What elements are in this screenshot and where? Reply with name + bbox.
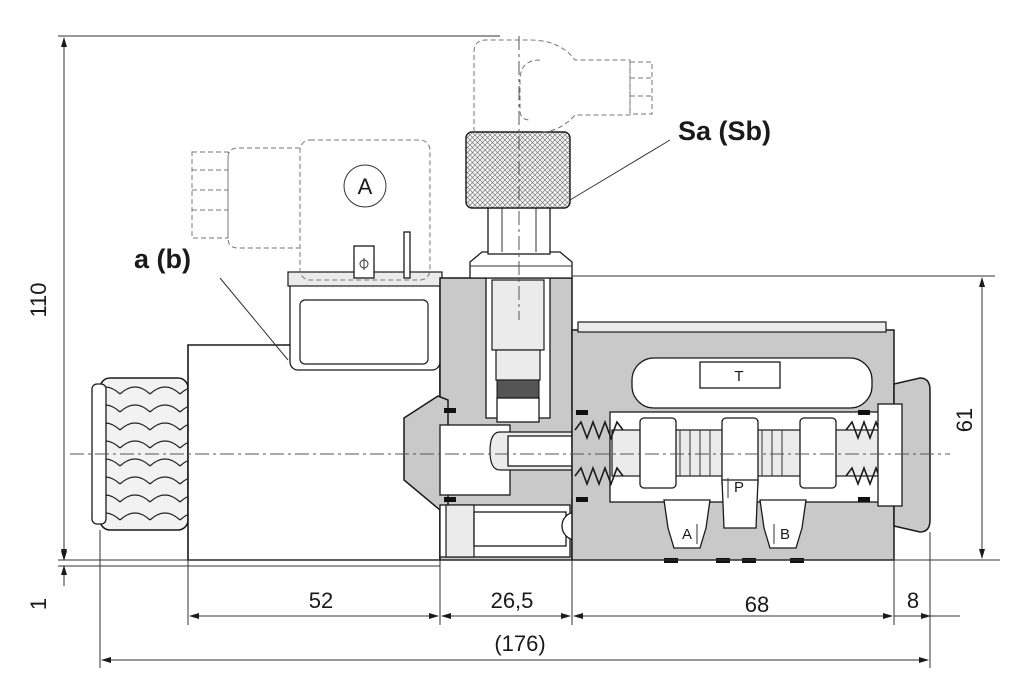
dim-plug-length: 8 — [907, 588, 919, 613]
callout-solenoid: a (b) — [134, 244, 289, 361]
callout-solenoid-label: a (b) — [134, 244, 191, 274]
valve-spool — [611, 417, 903, 489]
port-a-label: A — [682, 526, 692, 543]
end-plug — [877, 377, 931, 533]
port-a — [663, 499, 711, 549]
dim-body-height: 61 — [952, 408, 977, 432]
port-b-label: B — [780, 526, 790, 543]
dim-body-length: 68 — [745, 592, 769, 617]
coil-mark-circle — [343, 164, 387, 208]
sensor-connector-dashed — [473, 39, 631, 133]
sensor-knurled-nut — [465, 131, 571, 209]
solenoid-coil — [91, 231, 443, 561]
dim-overall-length: (176) — [494, 631, 545, 656]
port-p-label: P — [734, 479, 744, 496]
port-t-label: T — [734, 368, 743, 385]
port-p — [721, 479, 759, 529]
dimension-lines: 110 1 61 52 26,5 68 8 (176) — [26, 35, 1000, 668]
valve-body: T A P B — [444, 321, 903, 563]
dim-base-offset: 1 — [26, 598, 51, 610]
coil-mark-label: A — [358, 174, 373, 199]
sensor-hex-nut — [469, 251, 573, 279]
coil-plug-dashed: A — [191, 139, 431, 281]
position-sensor — [465, 36, 653, 320]
dim-adapter-length: 26,5 — [491, 588, 534, 613]
coil-connector-base — [289, 277, 441, 371]
dim-solenoid-length: 52 — [309, 588, 333, 613]
callout-sensor: Sa (Sb) — [569, 116, 771, 201]
callout-sensor-label: Sa (Sb) — [678, 116, 771, 146]
coil-body — [187, 344, 441, 561]
dim-total-height: 110 — [26, 282, 51, 317]
port-b — [759, 499, 807, 549]
